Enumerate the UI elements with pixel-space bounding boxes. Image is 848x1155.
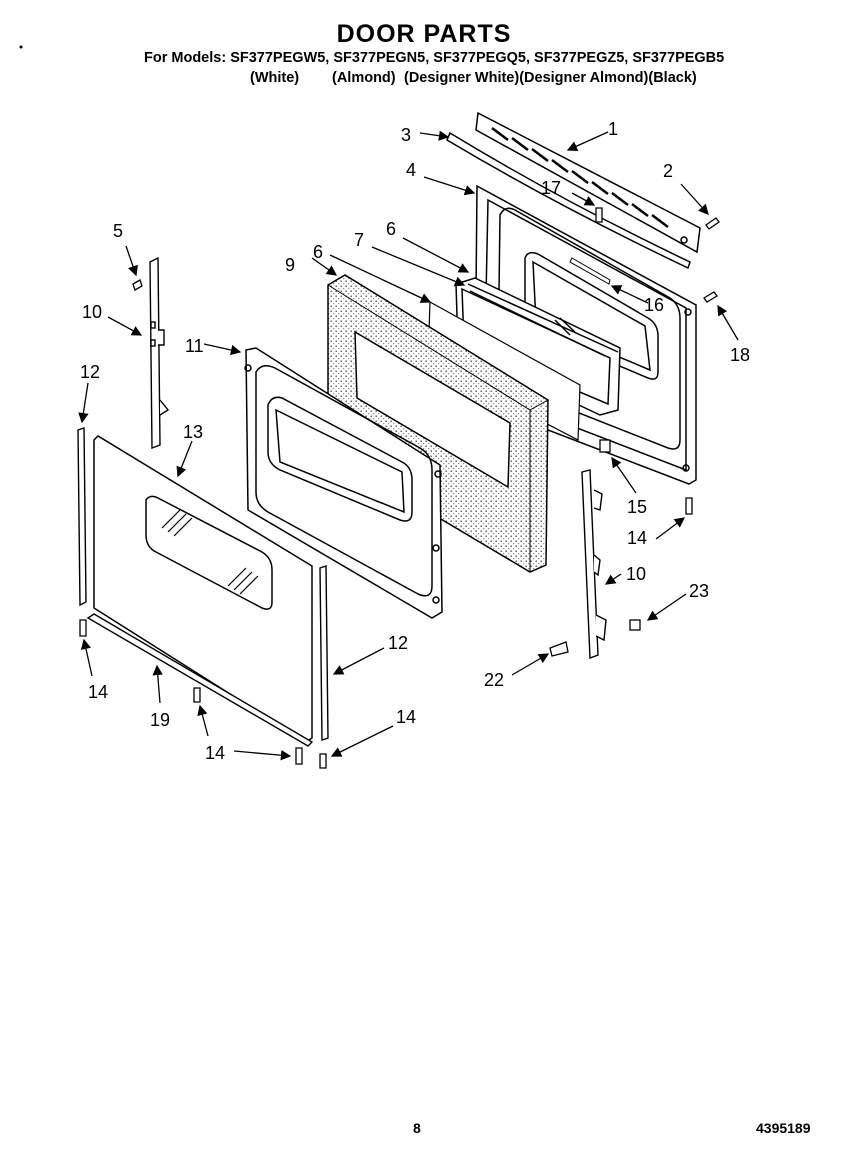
part-door-liner <box>244 347 443 619</box>
callout-6a: 6 <box>386 219 396 239</box>
hardware-screws <box>79 207 720 769</box>
callout-5: 5 <box>113 221 123 241</box>
part-bottom-trim <box>86 613 314 747</box>
color-white: (White) <box>250 70 300 86</box>
callout-4: 4 <box>406 160 416 180</box>
callout-23: 23 <box>689 581 709 601</box>
callout-1: 1 <box>608 119 618 139</box>
callout-14a: 14 <box>627 528 647 548</box>
callout-6b: 6 <box>313 242 323 262</box>
callout-11: 11 <box>185 336 204 356</box>
color-designer: (Designer White)(Designer Almond)(Black) <box>404 70 697 86</box>
color-almond: (Almond) <box>332 70 396 86</box>
callout-labels: 1 2 3 4 5 6 6 7 9 10 10 11 12 12 13 14 1… <box>80 119 750 763</box>
callout-18: 18 <box>730 345 750 365</box>
callout-12b: 12 <box>388 633 408 653</box>
callout-13: 13 <box>183 422 203 442</box>
callout-10b: 10 <box>626 564 646 584</box>
part-bracket-16 <box>569 257 611 285</box>
callout-3: 3 <box>401 125 411 145</box>
callout-12a: 12 <box>80 362 100 382</box>
part-side-channel-left <box>149 256 170 450</box>
part-vent-trim <box>475 111 701 254</box>
callout-22: 22 <box>484 670 504 690</box>
callout-14c: 14 <box>205 743 225 763</box>
callout-16: 16 <box>644 295 664 315</box>
callout-19: 19 <box>150 710 170 730</box>
page-number: 8 <box>413 1120 421 1136</box>
part-side-channel-right <box>581 469 607 659</box>
callout-17: 17 <box>541 178 561 198</box>
part-side-trim-right <box>319 565 329 741</box>
document-number: 4395189 <box>756 1120 811 1136</box>
callout-14b: 14 <box>88 682 108 702</box>
callout-15: 15 <box>627 497 647 517</box>
part-side-trim-left <box>77 427 87 607</box>
callout-9: 9 <box>285 255 295 275</box>
callout-7: 7 <box>354 230 364 250</box>
callout-10a: 10 <box>82 302 102 322</box>
page-title: DOOR PARTS <box>336 20 512 48</box>
models-line: For Models: SF377PEGW5, SF377PEGN5, SF37… <box>144 50 725 66</box>
part-outer-glass <box>93 435 313 743</box>
part-trim-strip <box>446 131 691 270</box>
callout-leaders <box>78 130 739 761</box>
callout-2: 2 <box>663 161 673 181</box>
callout-14d: 14 <box>396 707 416 727</box>
